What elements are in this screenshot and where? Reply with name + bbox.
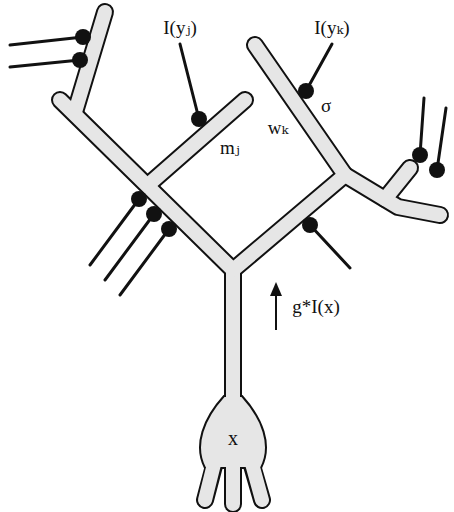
synapse-dots xyxy=(72,29,445,237)
signal-label: wₖ xyxy=(268,118,289,139)
cell-body: x xyxy=(224,424,242,452)
cell-label: x xyxy=(228,427,238,449)
soma xyxy=(200,396,266,468)
signal-arrow xyxy=(270,282,282,330)
signal-label: σ xyxy=(321,96,331,117)
signal-label: I(yⱼ) xyxy=(163,18,197,39)
signal-label: mⱼ xyxy=(220,138,240,159)
soma-fill xyxy=(204,399,263,465)
synapse-lines xyxy=(10,37,446,295)
signal-label: g*I(x) xyxy=(292,297,339,318)
dendrite-fill xyxy=(60,12,440,504)
dendrite-outline xyxy=(60,12,440,504)
signal-label: I(yₖ) xyxy=(314,18,349,39)
